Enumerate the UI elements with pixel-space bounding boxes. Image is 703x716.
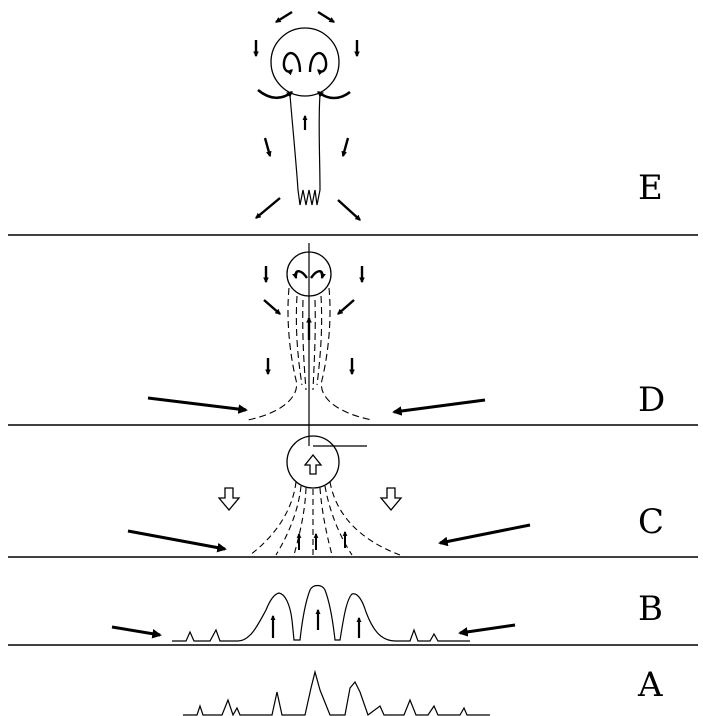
stage-c-dashed-streamlines: [250, 482, 400, 555]
stage-d-downdraft-arrow-mid-right: [338, 300, 354, 314]
stage-label-a: A: [637, 665, 663, 705]
stage-d-vortex-left: [296, 271, 307, 278]
stage-e-downdraft-arrow-mid-right: [343, 138, 348, 156]
stage-c-inflow-arrow-left: [128, 531, 225, 549]
stage-d-thermal-plume: [148, 243, 485, 446]
stage-e-outflow-arrow-bottom-right: [338, 200, 360, 220]
stage-d-vortex-right: [311, 271, 322, 278]
stage-e-vortex-right-outer: [310, 53, 326, 72]
stage-e-detached-thermal: [256, 12, 360, 220]
stage-c-downdraft-open-arrow-left: [219, 488, 239, 510]
stage-c-downdraft-open-arrow-right: [381, 488, 401, 510]
stage-d-downdraft-arrow-mid-left: [264, 300, 280, 314]
stage-d-inflow-arrow-right: [394, 400, 485, 412]
stage-e-vortex-ring: [271, 28, 339, 96]
separator-lines: [8, 235, 698, 645]
stage-e-outflow-arrow-bottom-left: [256, 198, 280, 218]
stage-e-downdraft-arrow-mid-left: [265, 138, 270, 156]
stage-e-curl-arrow-right: [318, 92, 350, 98]
stage-label-d: D: [638, 380, 665, 420]
stage-b-cumulus-profile: [112, 586, 515, 642]
stage-e-vortex-left-outer: [284, 53, 300, 72]
stage-b-inflow-arrow-right: [460, 625, 515, 633]
stage-d-inflow-arrow-left: [148, 398, 246, 410]
stage-c-inflow-arrow-right: [440, 525, 530, 543]
stage-b-inflow-arrow-left: [112, 627, 160, 635]
stage-c-bubble-up-arrow-icon: [305, 455, 321, 474]
stage-a-cumulus-profile: [183, 672, 490, 715]
stage-e-tail: [290, 95, 320, 205]
stage-e-outflow-arrow-top-right: [318, 12, 334, 22]
stage-label-e: E: [638, 168, 663, 208]
stage-e-outflow-arrow-top-left: [276, 12, 292, 22]
stage-label-b: B: [638, 589, 663, 629]
stage-d-dashed-streamlines: [248, 288, 372, 420]
stage-c-thermal-bubble: [128, 436, 530, 555]
stage-label-c: C: [638, 502, 664, 542]
